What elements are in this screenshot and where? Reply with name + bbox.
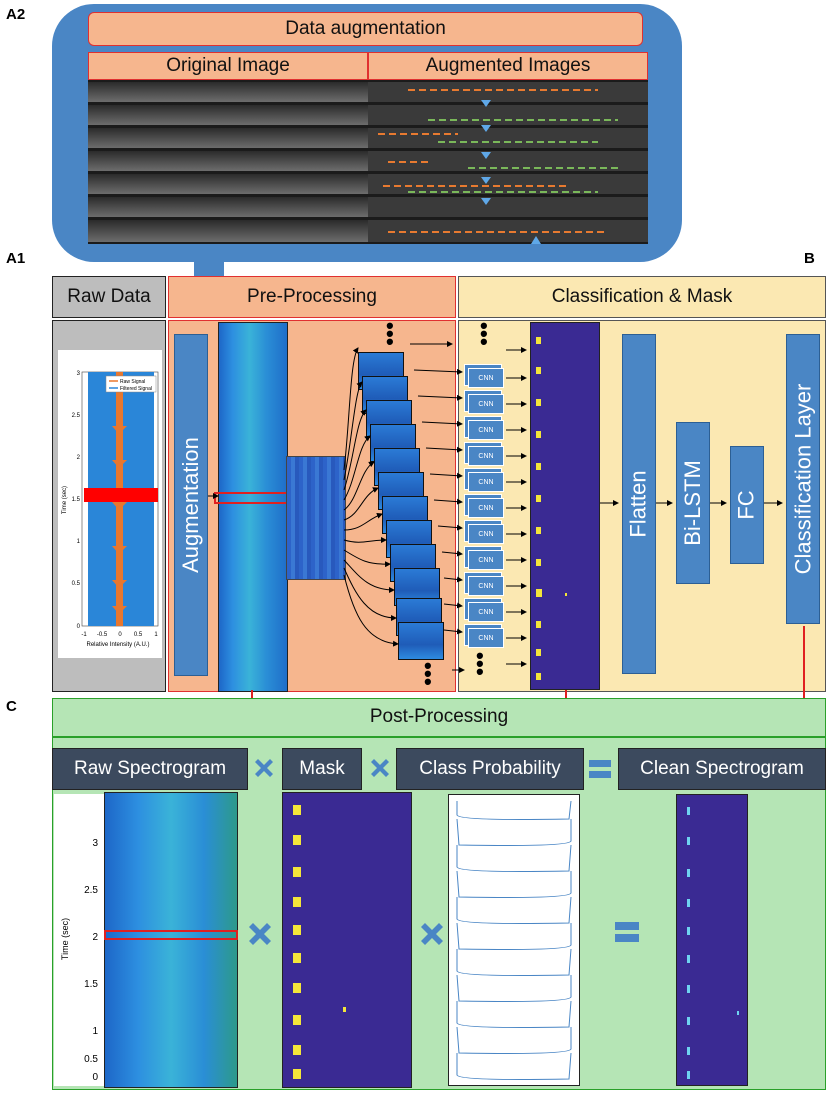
- clean-spectrogram-image: [676, 794, 748, 1086]
- fc-block: FC: [730, 446, 764, 564]
- raw-spectrogram-red-window: [104, 930, 238, 940]
- raw-ytick: 3: [77, 371, 81, 377]
- cnn-block: CNN: [468, 394, 504, 414]
- raw-spectrogram-axes: Time (sec) 3 2.5 2 1.5 1 0.5 0: [60, 838, 98, 1083]
- raw-spectrogram-image: [104, 792, 238, 1088]
- post-ytick: 1.5: [84, 979, 98, 990]
- preproc-dots-bottom: •••: [424, 653, 432, 694]
- raw-data-header: Raw Data: [52, 276, 166, 318]
- augmented-images-label: Augmented Images: [368, 52, 648, 80]
- cls-dots-bottom: •••: [476, 643, 484, 684]
- raw-xtick: -1: [81, 632, 87, 638]
- augmentation-block: Augmentation: [174, 334, 208, 676]
- mask-strip: [530, 322, 600, 690]
- legend-filtered: Filtered Signal: [120, 386, 152, 392]
- raw-ytick: 0.5: [72, 581, 81, 587]
- augmented-images: [368, 80, 648, 244]
- augmented-strips: [368, 82, 648, 244]
- raw-ytick: 2.5: [72, 413, 81, 419]
- clean-spectrogram-header: Clean Spectrogram: [618, 748, 826, 790]
- legend-raw: Raw Signal: [120, 379, 145, 385]
- preproc-dots-top: •••: [386, 313, 394, 354]
- cnn-block: CNN: [468, 368, 504, 388]
- post-ytick: 2.5: [84, 885, 98, 896]
- label-a1: A1: [6, 250, 26, 267]
- class-probability-image: [448, 794, 580, 1086]
- clean-spectrogram-svg: [687, 807, 739, 1079]
- equals-icon: [589, 760, 611, 778]
- flow-arrows: [140, 341, 805, 746]
- mask-image: [282, 792, 412, 1088]
- post-ytick: 2: [92, 932, 98, 943]
- raw-ytick: 1: [77, 539, 81, 545]
- cnn-block: CNN: [468, 576, 504, 596]
- raw-xtick: 0: [118, 632, 122, 638]
- post-processing-header: Post-Processing: [52, 698, 826, 738]
- cls-dots-top: •••: [480, 313, 488, 354]
- label-c: C: [6, 698, 17, 715]
- raw-ytick: 2: [77, 455, 81, 461]
- label-b: B: [804, 250, 815, 267]
- raw-xtick: 1: [154, 632, 158, 638]
- bilstm-block: Bi-LSTM: [676, 422, 710, 584]
- class-probability-header: Class Probability: [396, 748, 584, 790]
- mask-header: Mask: [282, 748, 362, 790]
- cnn-block: CNN: [468, 628, 504, 648]
- multiply-icon: [371, 759, 389, 777]
- preproc-zoom-window: [286, 456, 346, 580]
- cnn-block: CNN: [468, 524, 504, 544]
- raw-xlabel: Relative Intensity (A.U.): [86, 642, 149, 648]
- original-image-label: Original Image: [88, 52, 368, 80]
- pre-processing-header: Pre-Processing: [168, 276, 456, 318]
- post-ytick: 0: [92, 1072, 98, 1083]
- flatten-block: Flatten: [622, 334, 656, 674]
- post-ytick: 0.5: [84, 1054, 98, 1065]
- original-strips: [88, 82, 368, 242]
- cnn-block: CNN: [468, 472, 504, 492]
- original-image: [88, 80, 368, 244]
- multiply-icon: [249, 923, 271, 945]
- classification-layer-block: Classification Layer: [786, 334, 820, 624]
- cnn-block: CNN: [468, 498, 504, 518]
- raw-xtick: 0.5: [134, 632, 143, 638]
- post-ytick: 3: [92, 838, 98, 849]
- raw-signal-plot: Raw Signal Filtered Signal 3 2.5 2 1.5 1…: [58, 350, 162, 658]
- class-probability-svg: [456, 800, 572, 1080]
- post-ylabel: Time (sec): [60, 918, 70, 960]
- multiply-icon: [421, 923, 443, 945]
- raw-signal-svg: Raw Signal Filtered Signal 3 2.5 2 1.5 1…: [62, 371, 158, 648]
- raw-ytick: 1.5: [72, 497, 81, 503]
- equals-icon: [615, 922, 639, 942]
- raw-ytick: 0: [77, 624, 81, 630]
- mask-image-svg: [293, 805, 346, 1079]
- raw-ylabel: Time (sec): [62, 486, 68, 514]
- cnn-block: CNN: [468, 446, 504, 466]
- cnn-block: CNN: [468, 550, 504, 570]
- classification-header: Classification & Mask: [458, 276, 826, 318]
- label-a2: A2: [6, 6, 26, 23]
- mask-strip-svg: [536, 337, 567, 680]
- cnn-block: CNN: [468, 602, 504, 622]
- data-augmentation-title: Data augmentation: [88, 12, 643, 46]
- cnn-block: CNN: [468, 420, 504, 440]
- raw-spectrogram-header: Raw Spectrogram: [52, 748, 248, 790]
- multiply-icon: [255, 759, 273, 777]
- raw-xtick: -0.5: [97, 632, 108, 638]
- post-ytick: 1: [92, 1026, 98, 1037]
